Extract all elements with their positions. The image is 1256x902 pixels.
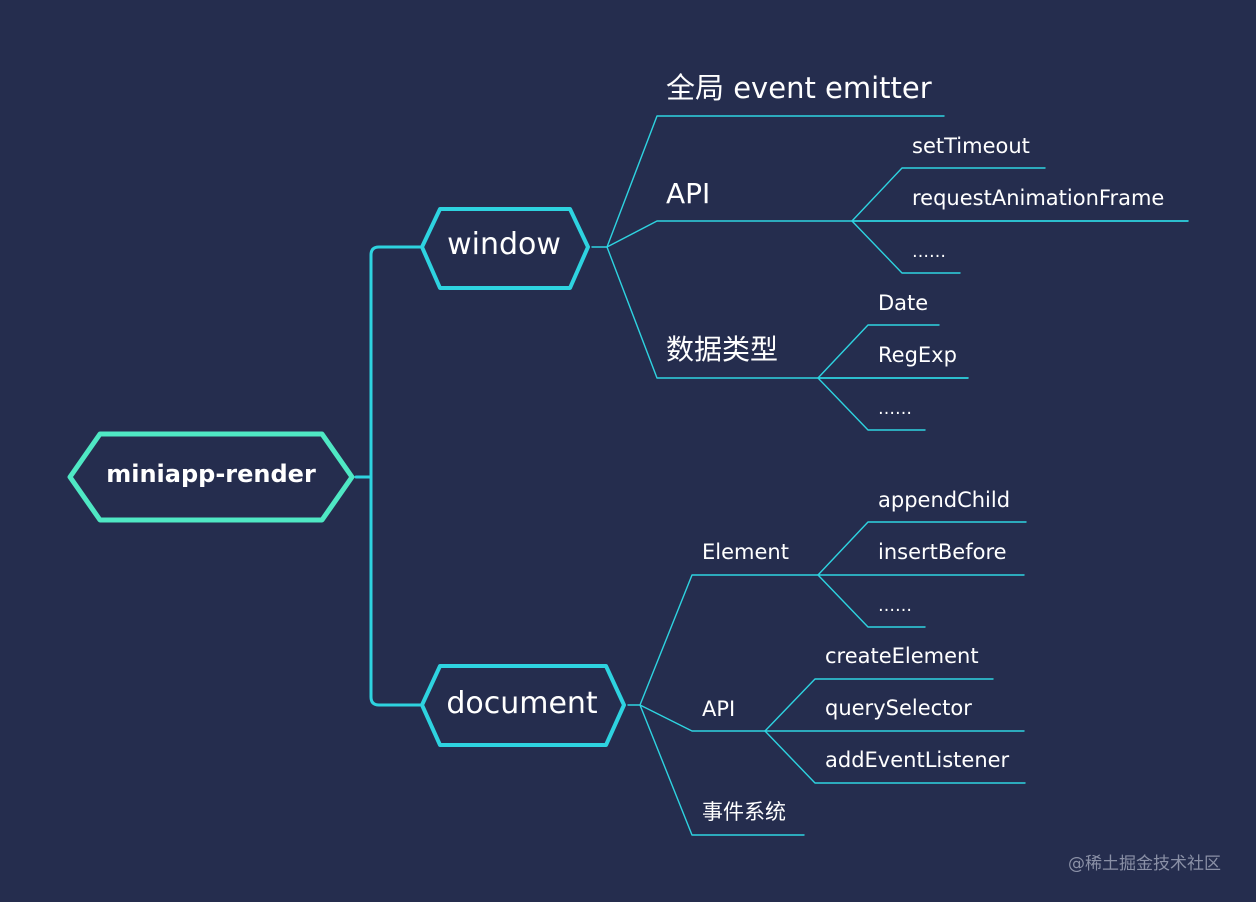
trunk-connector-window bbox=[354, 245, 422, 479]
element-item-more: …… bbox=[878, 596, 912, 616]
connector-document-api bbox=[639, 704, 766, 732]
data-type-item-date: Date bbox=[878, 291, 929, 315]
connector-settimeout bbox=[851, 167, 1046, 222]
connector-addeventlistener bbox=[764, 730, 1026, 784]
data-type-item-regexp: RegExp bbox=[878, 343, 957, 367]
connectors bbox=[354, 115, 1189, 836]
connector-global-emitter bbox=[591, 115, 945, 248]
window-api-item-more: …… bbox=[912, 242, 946, 262]
root-node-hexagon bbox=[67, 431, 355, 523]
element-item-appendchild: appendChild bbox=[878, 488, 1011, 512]
document-api-item-queryselector: querySelector bbox=[825, 696, 972, 720]
document-api-label: API bbox=[702, 697, 736, 721]
global-event-emitter-label: 全局 event emitter bbox=[666, 71, 932, 105]
window-api-item-raf: requestAnimationFrame bbox=[912, 186, 1165, 210]
connector-appendchild bbox=[817, 521, 1027, 576]
connector-createelement bbox=[764, 678, 994, 732]
trunk-connector-document bbox=[369, 475, 422, 707]
window-api-label: API bbox=[666, 177, 711, 210]
document-node-label: document bbox=[446, 686, 598, 721]
data-type-item-more: …… bbox=[878, 399, 912, 419]
connector-date bbox=[817, 324, 940, 379]
event-system-label: 事件系统 bbox=[702, 800, 786, 824]
window-node-hexagon bbox=[420, 207, 590, 290]
connector-window-api bbox=[606, 220, 1189, 248]
connector-element-more bbox=[817, 574, 926, 628]
data-types-label: 数据类型 bbox=[666, 333, 779, 366]
document-node-hexagon bbox=[420, 664, 626, 747]
window-api-item-settimeout: setTimeout bbox=[912, 134, 1030, 158]
element-label: Element bbox=[702, 540, 789, 564]
document-api-item-addeventlistener: addEventListener bbox=[825, 748, 1010, 772]
node-shapes bbox=[67, 207, 626, 747]
connector-event-system bbox=[639, 704, 805, 836]
root-node-label: miniapp-render bbox=[106, 460, 316, 488]
element-item-insertbefore: insertBefore bbox=[878, 540, 1007, 564]
window-node-label: window bbox=[447, 227, 561, 262]
connector-types-more bbox=[817, 377, 926, 431]
connector-element bbox=[627, 574, 819, 706]
document-api-item-createelement: createElement bbox=[825, 644, 979, 668]
watermark: @稀土掘金技术社区 bbox=[1068, 854, 1221, 874]
connector-api-more bbox=[851, 220, 961, 274]
